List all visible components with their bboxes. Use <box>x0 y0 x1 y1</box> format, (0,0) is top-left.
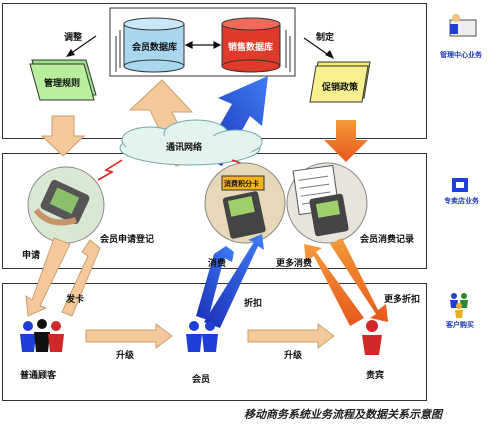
card-label: 消费积分卡 <box>224 180 259 188</box>
more-discount-arrow <box>330 238 388 322</box>
upgrade-arrow-2 <box>247 323 335 349</box>
upgrade-arrow-1 <box>85 323 173 349</box>
apply-arrow <box>25 237 71 317</box>
consume-pda-icon <box>204 162 286 244</box>
member-icon <box>186 321 218 352</box>
orange-down-arrow <box>324 120 368 162</box>
adjust-label: 调整 <box>64 33 83 43</box>
db-sales-label: 销售数据库 <box>228 43 274 53</box>
adjust-arrowhead <box>66 49 75 57</box>
consume-arrow <box>204 234 264 328</box>
management-layer-label: 管理中心业务 <box>440 51 482 59</box>
discount-label: 折扣 <box>244 299 263 309</box>
formulate-arrow <box>303 37 331 57</box>
upgrade-label-2: 升级 <box>284 351 303 361</box>
customer-layer-label: 客户购买 <box>446 321 474 329</box>
vip-label: 贵宾 <box>366 371 385 381</box>
network-cloud-icon <box>119 119 263 166</box>
member-label: 会员 <box>192 375 211 385</box>
store-icon <box>452 178 468 192</box>
rule-doc-label: 管理规则 <box>44 79 81 89</box>
sync-arrow <box>184 41 222 49</box>
register-label: 会员申请登记 <box>100 235 155 245</box>
sales-database-icon <box>221 17 291 73</box>
beige-down-arrow-left <box>40 115 86 157</box>
consume-label: 消费 <box>208 259 227 269</box>
rule-document-icon <box>29 59 97 101</box>
policy-document-icon <box>309 61 371 103</box>
register-pda-icon <box>27 166 105 244</box>
diagram-caption: 移动商务系统业务流程及数据关系示意图 <box>244 408 442 421</box>
customer-icon <box>450 293 468 318</box>
policy-doc-label: 促销政策 <box>322 83 359 93</box>
upgrade-label-1: 升级 <box>116 351 135 361</box>
formulate-arrowhead <box>325 50 334 59</box>
apply-label: 申请 <box>22 251 41 261</box>
store-layer-label: 专卖店业务 <box>444 197 479 205</box>
member-database-icon <box>115 17 185 73</box>
formulate-label: 制定 <box>316 33 335 43</box>
consume-record-label: 会员消费记录 <box>360 235 415 245</box>
more-consume-arrow <box>304 244 364 326</box>
more-consume-label: 更多消费 <box>276 259 313 269</box>
more-discount-label: 更多折扣 <box>384 295 421 305</box>
db-member-label: 会员数据库 <box>132 43 178 53</box>
network-label: 通讯网络 <box>166 143 203 153</box>
issue-card-label: 发卡 <box>66 295 85 305</box>
adjust-arrow <box>69 35 97 55</box>
issue-card-arrow <box>61 239 101 317</box>
signal-bolt-left <box>97 159 123 181</box>
management-center-icon <box>449 14 477 37</box>
normal-customer-label: 普通顾客 <box>20 371 57 381</box>
normal-customer-icon <box>20 319 64 352</box>
record-pda-icon <box>286 162 368 244</box>
vip-icon <box>362 320 382 355</box>
discount-arrow <box>196 246 234 320</box>
